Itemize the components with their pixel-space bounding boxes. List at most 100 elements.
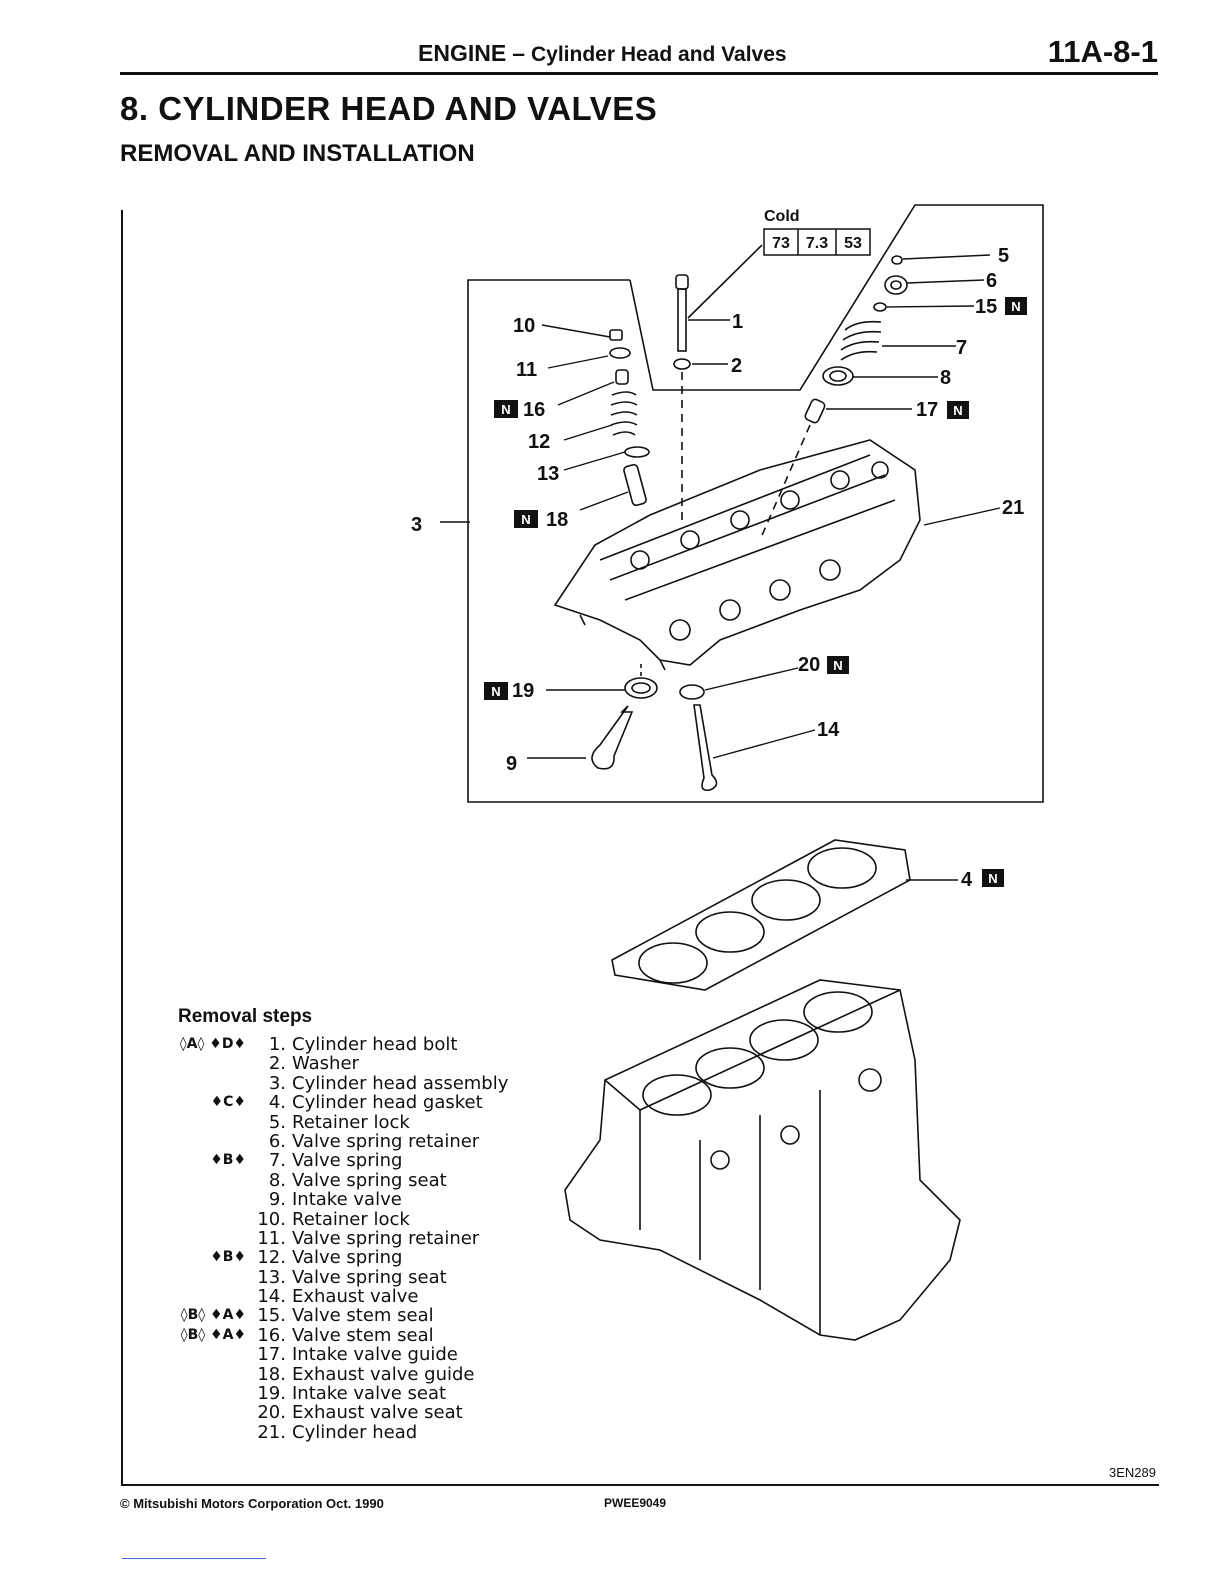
- callout-3: 3: [411, 514, 422, 536]
- step-number: 6.: [268, 1130, 286, 1152]
- step-number: 17.: [257, 1344, 286, 1366]
- svg-text:N: N: [1011, 299, 1020, 314]
- removal-step: 3.Cylinder head assembly: [160, 1072, 520, 1094]
- svg-text:N: N: [521, 512, 530, 527]
- svg-text:N: N: [988, 871, 997, 886]
- step-procedure-mark: [160, 1423, 250, 1442]
- callout-9: 9: [506, 753, 517, 775]
- step-number: 7.: [268, 1150, 286, 1172]
- removal-step: 19. Intake valve seat: [160, 1383, 520, 1405]
- step-number: 16.: [257, 1324, 286, 1346]
- step-number: 2.: [268, 1053, 286, 1075]
- removal-step: 6.Valve spring retainer: [160, 1130, 520, 1152]
- step-text: Cylinder head gasket: [292, 1092, 483, 1114]
- header-subsection: Cylinder Head and Valves: [530, 43, 787, 66]
- step-procedure-mark: [160, 1113, 250, 1132]
- step-number: 3.: [268, 1072, 286, 1094]
- step-number: 1.: [268, 1034, 286, 1055]
- callout-20: 20: [798, 654, 820, 676]
- exhaust-valve-seat-drawing: [679, 684, 705, 700]
- callout-11: 11: [516, 359, 537, 381]
- step-procedure-mark: [160, 1384, 250, 1403]
- inset-frame: [467, 204, 1044, 803]
- callout-21: 21: [1002, 497, 1024, 519]
- intake-valve-drawing: [591, 705, 634, 770]
- step-procedure-mark: ◊A◊ ♦D♦: [179, 1036, 246, 1052]
- removal-step: 18.Exhaust valve guide: [160, 1363, 520, 1385]
- step-number: 11.: [257, 1227, 286, 1249]
- step-procedure-mark: [160, 1074, 250, 1093]
- torque-spec: Cold 73 7.3 53: [763, 208, 871, 256]
- footer-publication-number: PWEE9049: [604, 1496, 667, 1510]
- svg-text:N: N: [953, 403, 962, 418]
- step-text: Exhaust valve guide: [292, 1363, 475, 1385]
- step-procedure-mark: [160, 1054, 250, 1073]
- removal-step: ♦B♦12.Valve spring: [160, 1248, 520, 1268]
- section-title: 8. CYLINDER HEAD AND VALVES: [120, 90, 658, 127]
- removal-step: ◊A◊ ♦D♦ 1. Cylinder head bolt: [160, 1034, 520, 1055]
- removal-step: 10.Retainer lock: [160, 1208, 520, 1230]
- torque-value-ftlb: 53: [844, 235, 862, 252]
- removal-steps-title: Removal steps: [178, 1006, 313, 1027]
- step-text: Exhaust valve: [292, 1286, 419, 1308]
- callout-5: 5: [998, 245, 1009, 267]
- header-section: ENGINE: [418, 40, 507, 66]
- removal-step: ♦B♦7.Valve spring: [160, 1150, 520, 1172]
- callout-17: 17: [916, 399, 938, 421]
- step-text: Intake valve seat: [292, 1383, 447, 1405]
- callout-1: 1: [732, 311, 743, 333]
- step-text: Intake valve: [292, 1189, 402, 1211]
- exhaust-valve-stack-drawing: [609, 329, 650, 507]
- figure-code: 3EN289: [1109, 1465, 1156, 1480]
- new-part-badge-4: N: [982, 869, 1004, 887]
- figure-frame-left: [121, 210, 123, 1485]
- step-procedure-mark: [160, 1171, 250, 1190]
- removal-step: 5.Retainer lock: [160, 1112, 520, 1132]
- step-number: 4.: [268, 1092, 286, 1114]
- removal-step: 8.Valve spring seat: [160, 1169, 520, 1191]
- step-procedure-mark: [160, 1190, 250, 1209]
- callout-12: 12: [528, 431, 550, 453]
- step-number: 10.: [257, 1208, 286, 1230]
- cylinder-head-bolt-drawing: [675, 274, 689, 352]
- step-number: 14.: [257, 1286, 286, 1308]
- section-subtitle: REMOVAL AND INSTALLATION: [120, 140, 475, 167]
- step-text: Cylinder head bolt: [292, 1034, 458, 1055]
- callout-10: 10: [513, 315, 535, 337]
- washer-drawing: [673, 358, 691, 370]
- step-text: Valve spring seat: [292, 1169, 447, 1191]
- svg-text:N: N: [491, 684, 500, 699]
- new-part-badge-16: N: [494, 400, 518, 418]
- step-number: 19.: [257, 1383, 286, 1405]
- step-procedure-mark: [160, 1345, 250, 1364]
- removal-step: 20.Exhaust valve seat: [160, 1403, 520, 1423]
- header-dash: –: [512, 40, 525, 66]
- callout-14: 14: [817, 719, 840, 741]
- removal-step: 2.Washer: [160, 1053, 520, 1075]
- removal-step: ♦C♦ 4. Cylinder head gasket: [160, 1092, 520, 1114]
- step-number: 9.: [268, 1189, 286, 1211]
- removal-step: 11.Valve spring retainer: [160, 1227, 520, 1249]
- step-procedure-mark: ♦C♦: [210, 1094, 246, 1111]
- callout-16: 16: [523, 399, 545, 421]
- removal-step: ◊B◊ ♦A♦15.Valve stem seal: [160, 1305, 520, 1327]
- callout-8: 8: [940, 367, 951, 389]
- figure-frame-bottom: [121, 1484, 1159, 1486]
- step-procedure-mark: [160, 1268, 250, 1287]
- page-number: 11A-8-1: [1047, 34, 1158, 69]
- step-text: Valve spring: [292, 1150, 403, 1172]
- callout-4: 4: [961, 869, 973, 891]
- svg-text:N: N: [501, 402, 510, 417]
- cylinder-head-gasket-drawing: [611, 839, 911, 991]
- step-number: 15.: [257, 1305, 286, 1327]
- running-header: ENGINE–Cylinder Head and Valves: [418, 40, 787, 67]
- torque-value-kgm: 7.3: [806, 235, 828, 252]
- callout-13: 13: [537, 463, 559, 485]
- step-procedure-mark: [160, 1287, 250, 1306]
- step-procedure-mark: [160, 1365, 250, 1384]
- step-procedure-mark: [160, 1403, 250, 1422]
- new-part-badge-15: N: [1005, 297, 1027, 315]
- intake-valve-stack-drawing: [759, 255, 908, 541]
- step-procedure-mark: [160, 1132, 250, 1151]
